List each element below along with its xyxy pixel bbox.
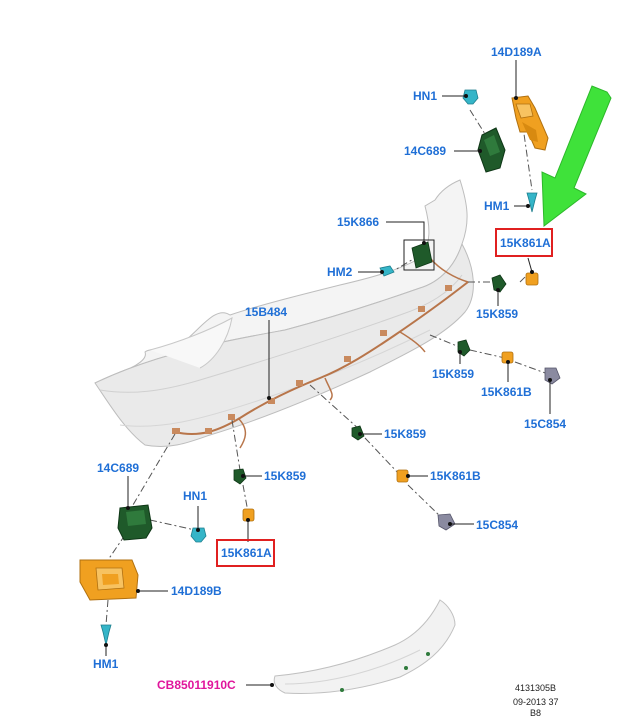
bumper-cover <box>94 179 474 448</box>
bracket-14D189B <box>79 559 139 601</box>
screw-HM1-bottom <box>100 624 112 646</box>
label-15K859-center: 15K859 <box>384 427 426 441</box>
label-15C854-mid: 15C854 <box>524 417 566 431</box>
label-14C689-bottom: 14C689 <box>97 461 139 475</box>
wiring-harness <box>172 257 469 449</box>
bracket-14D189A-top <box>511 95 549 151</box>
reference-suffix: B8 <box>530 708 541 717</box>
label-15K861B-lower: 15K861B <box>430 469 481 483</box>
label-HM2: HM2 <box>327 265 353 279</box>
sensor-15K859-center <box>351 425 365 441</box>
module-14C689-bottom <box>117 504 153 541</box>
label-illustration-code: CB85011910C <box>157 678 236 692</box>
reference-date: 09-2013 37 <box>513 697 559 707</box>
bezel-15C854-mid <box>544 367 561 385</box>
clip-HN1-top <box>462 89 479 105</box>
label-15K861A-bottom: 15K861A <box>221 546 272 560</box>
highlight-box-15K861A-top <box>495 228 553 257</box>
label-15K861B-mid: 15K861B <box>481 385 532 399</box>
label-14D189B: 14D189B <box>171 584 222 598</box>
sensor-15K859-lower <box>233 468 247 485</box>
part-labels: 14D189A HN1 14C689 HM1 15K866 15K861A HM… <box>93 45 566 692</box>
housing-15K861A-top <box>525 272 539 286</box>
module-14C689-top <box>477 127 506 173</box>
label-HN1-top: HN1 <box>413 89 437 103</box>
clip-HN1-bottom <box>190 527 207 543</box>
green-pointer-arrow-icon <box>541 85 612 227</box>
reference-info: 4131305B 09-2013 37 B8 <box>513 683 559 717</box>
reference-number: 4131305B <box>515 683 556 693</box>
sensor-15K859-top <box>491 274 507 293</box>
label-15C854-lower: 15C854 <box>476 518 518 532</box>
label-15K866: 15K866 <box>337 215 379 229</box>
label-14D189A-top: 14D189A <box>491 45 542 59</box>
label-HM1-top: HM1 <box>484 199 510 213</box>
label-15K859-lower: 15K859 <box>264 469 306 483</box>
highlight-box-15K861A-bottom <box>216 539 275 567</box>
bezel-15C854-lower <box>437 513 456 531</box>
label-15K861A-top: 15K861A <box>500 236 551 250</box>
leader-lines <box>104 60 552 687</box>
label-14C689-top: 14C689 <box>404 144 446 158</box>
label-HM1-bottom: HM1 <box>93 657 119 671</box>
label-15K859-top: 15K859 <box>476 307 518 321</box>
label-15K859-mid: 15K859 <box>432 367 474 381</box>
screw-HM1-top <box>526 192 538 213</box>
label-15B484: 15B484 <box>245 305 287 319</box>
label-HN1-bottom: HN1 <box>183 489 207 503</box>
inset-bumper-thumbnail <box>273 599 456 694</box>
